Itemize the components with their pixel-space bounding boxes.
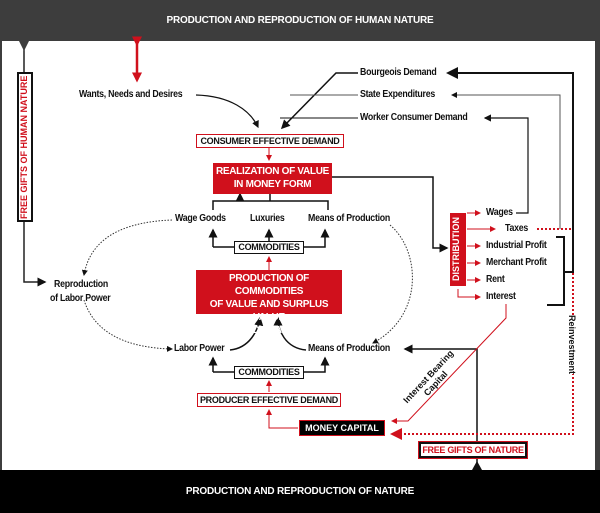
frame-left (0, 41, 2, 470)
wage-lux-to-realization (212, 193, 329, 210)
reproduction-labor-power-line1: Reproduction (54, 279, 109, 290)
distribution-box: DISTRIBUTION (450, 213, 466, 286)
wages-to-worker (483, 114, 529, 214)
distribution-item-interest: Interest (486, 291, 516, 302)
dotted-mop-top-to-bottom (372, 224, 413, 344)
distribution-item-taxes: Taxes (505, 223, 528, 234)
money-capital-box: MONEY CAPITAL (299, 420, 385, 436)
bourgeois-line (280, 72, 358, 130)
state-expenditures-label: State Expenditures (360, 89, 435, 100)
commodities-bottom-box: COMMODITIES (234, 366, 304, 379)
worker-consumer-demand-label: Worker Consumer Demand (360, 112, 468, 123)
means-of-production-bottom-label: Means of Production (308, 343, 391, 354)
production-line1: PRODUCTION OF COMMODITIES (229, 273, 309, 297)
distribution-arrows (457, 210, 496, 300)
profits-bracket (448, 73, 574, 306)
distribution-item-wages: Wages (486, 207, 513, 218)
top-triangle-left (19, 41, 29, 51)
mop-curve (273, 316, 307, 351)
dotted-wagegoods-to-reproduction (81, 219, 173, 276)
production-line3: VALDRIZATION (234, 325, 304, 336)
free-gifts-human-nature-label: FREE GIFTS OF HUMAN NATURE (17, 72, 33, 222)
realization-to-distribution (332, 176, 449, 253)
commodities-top-branches (212, 232, 326, 248)
wants-needs-desires: Wants, Needs and Desires (79, 89, 183, 100)
distribution-item-rent: Rent (486, 274, 505, 285)
band-production-human-nature: PRODUCTION AND REPRODUCTION OF HUMAN NAT… (0, 0, 600, 41)
means-of-production-top-label: Means of Production (308, 213, 391, 224)
luxuries-label: Luxuries (250, 213, 285, 224)
moneycapital-to-pd (266, 409, 298, 429)
dotted-reproduction-to-laborpower (83, 299, 173, 352)
wage-goods-label: Wage Goods (175, 213, 226, 224)
wants-curve (195, 94, 259, 129)
reinvestment-dotted (390, 228, 574, 440)
production-line2: OF VALUE AND SURPLUS VALUE (209, 299, 329, 323)
bottom-triangle (472, 461, 482, 470)
producer-effective-demand-box: PRODUCER EFFECTIVE DEMAND (197, 393, 341, 407)
realization-line1: REALIZATION OF VALUE (215, 166, 330, 177)
frame-right (595, 41, 600, 470)
reinvestment-label: Reinvestment (567, 315, 577, 375)
realization-line2: IN MONEY FORM (233, 179, 312, 190)
band-production-nature: PRODUCTION AND REPRODUCTION OF NATURE (0, 470, 600, 513)
labor-power-label: Labor Power (174, 343, 225, 354)
reproduction-labor-power-line2: of Labor Power (50, 293, 111, 304)
laborpower-curve (229, 316, 264, 351)
commodities-top-box: COMMODITIES (234, 241, 304, 254)
bourgeois-demand-label: Bourgeois Demand (360, 67, 437, 78)
interest-line (391, 304, 507, 424)
distribution-item-merchant-profit: Merchant Profit (486, 257, 547, 268)
free-gifts-of-nature-box: FREE GIFTS OF NATURE (418, 441, 528, 459)
taxes-to-state (451, 92, 561, 229)
realization-of-value-box: REALIZATION OF VALUE IN MONEY FORM (213, 163, 332, 194)
consumer-effective-demand-box: CONSUMER EFFECTIVE DEMAND (196, 134, 344, 148)
distribution-item-industrial-profit: Industrial Profit (486, 240, 547, 251)
production-of-commodities-box: PRODUCTION OF COMMODITIES OF VALUE AND S… (196, 270, 342, 336)
